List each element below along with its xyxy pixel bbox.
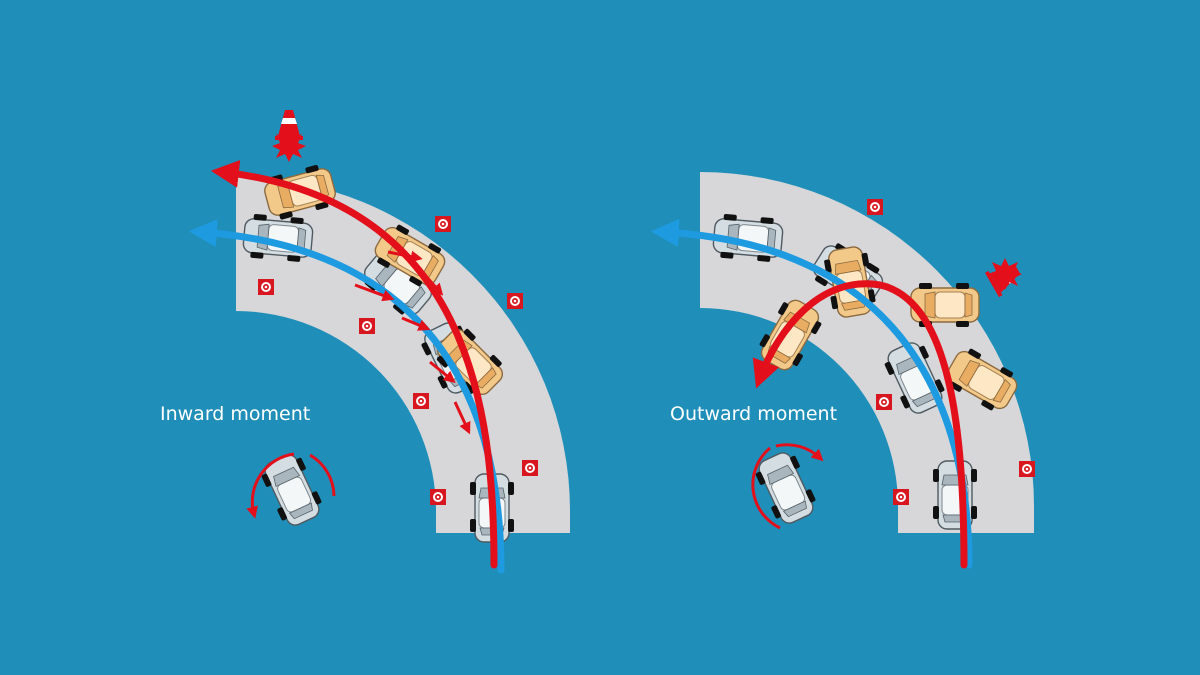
rotating-car-diagram <box>246 449 336 531</box>
rotation-arrow-icon <box>751 446 781 530</box>
impact-star-icon <box>272 130 306 162</box>
rotation-arrow-icon <box>246 452 295 519</box>
inward-moment-caption: Inward moment <box>160 403 311 425</box>
outward-moment-caption: Outward moment <box>670 403 838 425</box>
intended-path-arrow <box>188 219 505 574</box>
rotating-car-diagram <box>750 443 824 530</box>
rotation-arrow-icon <box>309 453 336 497</box>
right-panel <box>650 172 1035 569</box>
actual-path-arrow <box>210 159 498 569</box>
yaw-arrows <box>354 250 471 435</box>
impact-star-icon <box>988 258 1022 290</box>
actual-path-arrow <box>752 280 968 569</box>
rotation-arrow-icon <box>775 443 824 462</box>
left-panel <box>188 110 570 574</box>
